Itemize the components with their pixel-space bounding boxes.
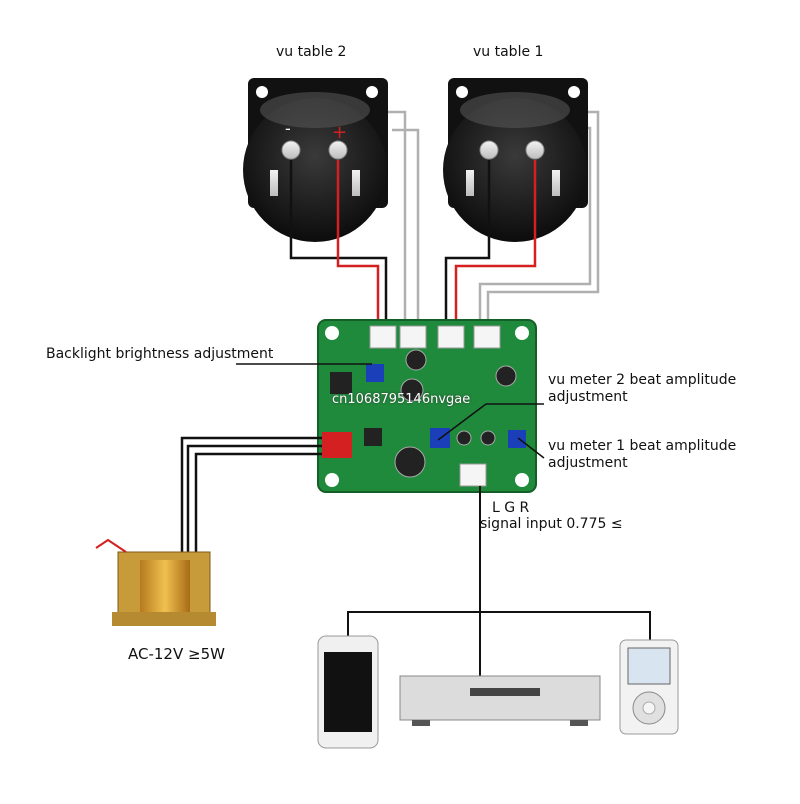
meter-wires — [289, 110, 600, 330]
pcb-hole — [515, 326, 529, 340]
wire-red — [336, 160, 380, 330]
header-connector — [399, 325, 427, 349]
terminal-plus — [525, 140, 545, 160]
cd-player-tray — [470, 688, 540, 696]
capacitor — [456, 430, 472, 446]
label-lgr: L G R — [492, 500, 530, 516]
cd-player — [399, 675, 601, 726]
callout-vu2 — [437, 403, 487, 441]
label-vu-table-2: vu table 2 — [276, 44, 347, 60]
wire-gray — [388, 110, 407, 330]
signal-branch-left — [347, 611, 480, 636]
music-player-screen — [627, 647, 671, 685]
input-connector — [459, 463, 487, 487]
mount-hole — [256, 86, 268, 98]
mount-hole — [456, 86, 468, 98]
capacitor — [400, 378, 424, 402]
vu-meter-1 — [443, 78, 588, 242]
cd-player-foot — [412, 720, 430, 726]
label-vu2-line2: adjustment — [548, 389, 628, 405]
lug — [352, 170, 360, 196]
pcb-board — [317, 319, 537, 493]
lug — [466, 170, 474, 196]
minus-terminal-sign: - — [285, 119, 291, 138]
pcb-hole — [325, 473, 339, 487]
cd-player-foot — [570, 720, 588, 726]
header-connector — [473, 325, 501, 349]
pcb-hole — [515, 473, 529, 487]
header-connector — [369, 325, 397, 349]
vu-meter-2-ring — [260, 92, 370, 128]
mount-hole — [568, 86, 580, 98]
label-backlight-adjustment: Backlight brightness adjustment — [46, 346, 274, 362]
plus-terminal-sign: + — [332, 122, 347, 143]
transformer-lead — [95, 538, 127, 553]
trimmer-vu1 — [508, 430, 526, 448]
trimmer-backlight — [366, 364, 384, 382]
header-connector — [437, 325, 465, 349]
signal-wires — [347, 486, 651, 676]
capacitor — [480, 430, 496, 446]
vu-meter-1-ring — [460, 92, 570, 128]
terminal-minus — [479, 140, 499, 160]
wire-red — [454, 160, 537, 330]
capacitor — [495, 365, 517, 387]
wire-gray — [392, 128, 420, 330]
lug — [270, 170, 278, 196]
vu-meter-1-dial — [443, 98, 587, 242]
label-vu1-line2: adjustment — [548, 455, 628, 471]
callout-vu1 — [517, 437, 545, 459]
transformer-bracket — [112, 612, 216, 626]
vu-meter-2-dial — [243, 98, 387, 242]
signal-branch-right — [480, 611, 651, 640]
label-vu1-line1: vu meter 1 beat amplitude — [548, 438, 737, 454]
transformer-coil — [140, 560, 190, 616]
wire-black — [194, 452, 322, 578]
smartphone — [317, 635, 379, 749]
label-vu2-line1: vu meter 2 beat amplitude — [548, 372, 737, 388]
callout-lines — [236, 363, 545, 459]
ic-chip — [364, 428, 382, 446]
mount-hole — [366, 86, 378, 98]
transformer — [95, 538, 216, 626]
ic-chip — [330, 372, 352, 394]
lug — [552, 170, 560, 196]
watermark: cn1068795146nvgae — [332, 392, 471, 407]
label-power: AC-12V ≥5W — [128, 645, 225, 663]
wire-gray — [486, 110, 600, 330]
capacitor — [394, 446, 426, 478]
vu-meter-2: - + — [243, 78, 388, 242]
pcb — [317, 319, 537, 493]
capacitor — [405, 349, 427, 371]
pcb-hole — [325, 326, 339, 340]
terminal-minus — [281, 140, 301, 160]
label-vu-table-1: vu table 1 — [473, 44, 544, 60]
click-wheel-center — [642, 701, 656, 715]
terminal-plus — [328, 140, 348, 160]
wire-gray — [478, 126, 592, 330]
label-signal-input: signal input 0.775 ≤ — [480, 516, 623, 532]
cd-player-body — [399, 675, 601, 721]
wire-black — [444, 160, 491, 330]
music-player — [619, 639, 679, 735]
phone-screen — [324, 652, 372, 732]
power-terminal — [322, 432, 352, 458]
